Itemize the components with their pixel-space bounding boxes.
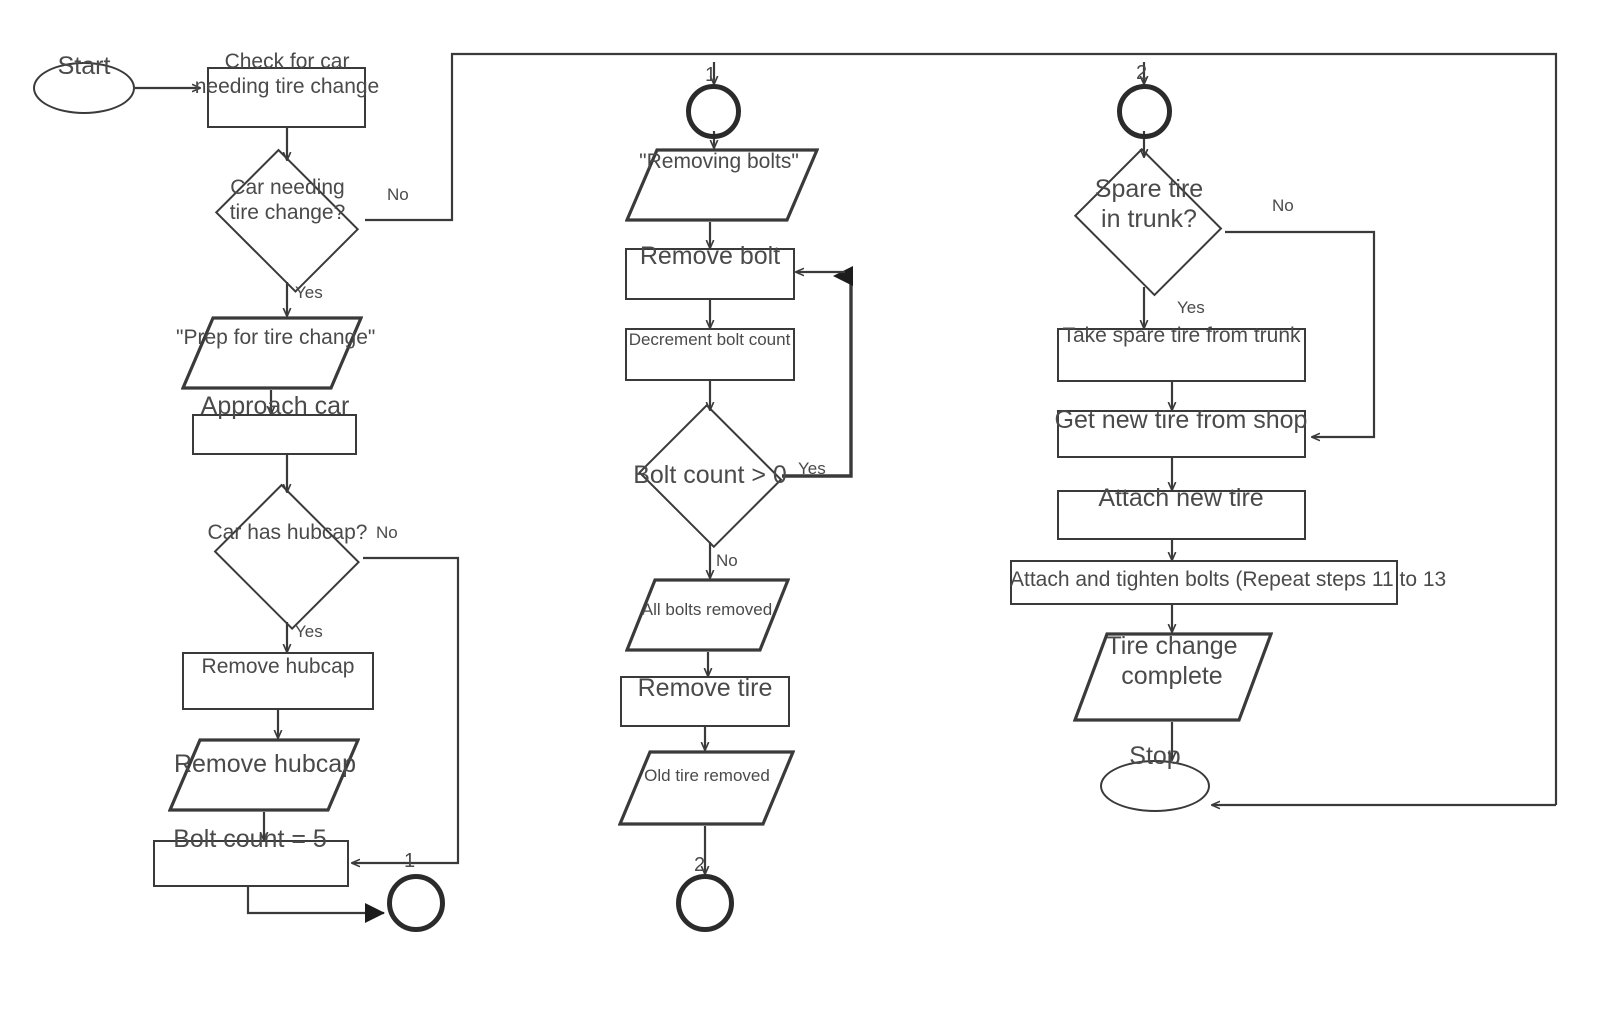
node-all-bolts-removed[interactable] <box>625 578 790 652</box>
io-parallelogram <box>618 750 795 826</box>
node-remove-bolt[interactable] <box>625 248 795 300</box>
edge-label-has-hubcap-yes: Yes <box>295 622 323 641</box>
decision-diamond <box>214 148 360 294</box>
edge-label-bolt-gt-0-no: No <box>716 551 738 570</box>
node-approach-car[interactable] <box>192 414 357 455</box>
io-parallelogram <box>625 148 819 222</box>
io-parallelogram <box>625 578 790 652</box>
io-parallelogram <box>181 316 363 390</box>
connector-1-in[interactable] <box>686 84 741 139</box>
edge-label-car-needing-no: No <box>387 185 409 204</box>
node-check-for-car[interactable] <box>207 67 366 128</box>
node-remove-hubcap-process[interactable] <box>182 652 374 710</box>
node-spare-tire-in-trunk[interactable] <box>1070 147 1225 297</box>
node-stop[interactable] <box>1100 760 1210 812</box>
node-removing-bolts[interactable] <box>625 148 819 222</box>
node-bolt-count-5[interactable] <box>153 840 349 887</box>
node-remove-hubcap-io[interactable] <box>168 738 360 812</box>
connector-2-in-label: 2 <box>1136 62 1148 84</box>
node-take-spare-tire[interactable] <box>1057 328 1306 382</box>
node-bolt-count-gt-0[interactable] <box>637 403 782 549</box>
node-car-has-hubcap[interactable] <box>211 483 363 631</box>
decision-diamond <box>637 403 782 549</box>
io-parallelogram <box>168 738 360 812</box>
connector-2-in[interactable] <box>1117 84 1172 139</box>
edge-label-spare-no: No <box>1272 196 1294 215</box>
node-get-new-tire[interactable] <box>1057 410 1306 458</box>
node-car-needing-tire-change[interactable] <box>209 148 365 294</box>
connector-1-out[interactable] <box>387 874 445 932</box>
io-parallelogram <box>1073 632 1273 722</box>
node-attach-and-tighten-bolts[interactable] <box>1010 560 1398 605</box>
node-old-tire-removed[interactable] <box>618 750 795 826</box>
edge-label-bolt-gt-0-yes: Yes <box>798 459 826 478</box>
decision-diamond <box>213 483 361 631</box>
node-decrement-bolt-count[interactable] <box>625 328 795 381</box>
connector-2-out[interactable] <box>676 874 734 932</box>
node-start[interactable] <box>33 62 135 114</box>
node-attach-new-tire[interactable] <box>1057 490 1306 540</box>
edge-label-has-hubcap-no: No <box>376 523 398 542</box>
node-prep-for-tire-change[interactable] <box>181 316 363 390</box>
connector-1-out-label: 1 <box>404 850 416 872</box>
decision-diamond <box>1073 147 1222 297</box>
node-remove-tire[interactable] <box>620 676 790 727</box>
edge-label-spare-yes: Yes <box>1177 298 1205 317</box>
node-tire-change-complete[interactable] <box>1073 632 1273 722</box>
